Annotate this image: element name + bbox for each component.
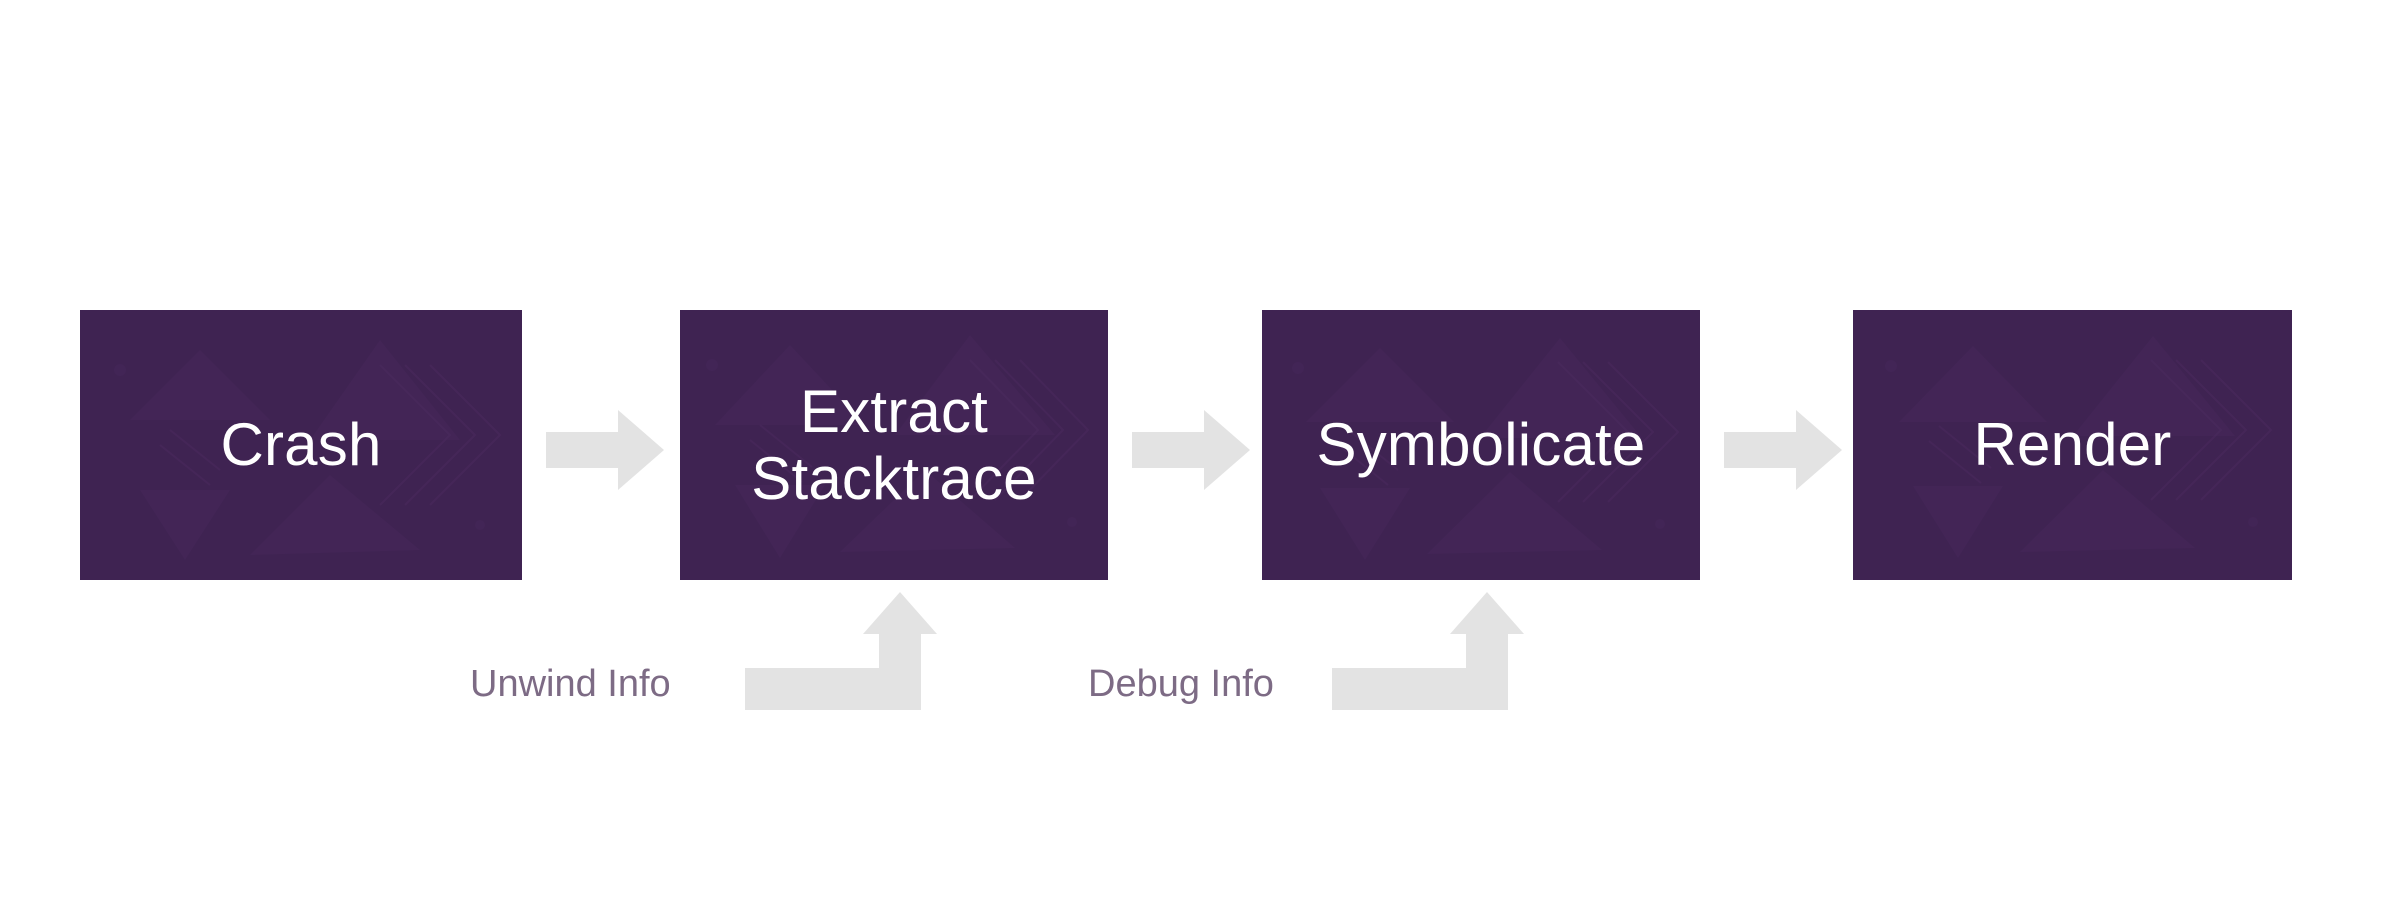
flow-arrow-symbolicate-to-render xyxy=(1724,410,1842,490)
process-box-label: Symbolicate xyxy=(1316,411,1646,479)
input-arrow-debug-info xyxy=(1332,592,1524,710)
input-label-debug-info: Debug Info xyxy=(1088,663,1274,705)
process-box-crash[interactable]: Crash xyxy=(80,310,522,580)
flow-arrow-extract-to-symbolicate xyxy=(1132,410,1250,490)
process-box-label: Extract Stacktrace xyxy=(751,377,1037,512)
process-box-extract-stacktrace[interactable]: Extract Stacktrace xyxy=(680,310,1108,580)
process-box-render[interactable]: Render xyxy=(1853,310,2292,580)
input-label-unwind-info: Unwind Info xyxy=(470,663,671,705)
process-box-label: Crash xyxy=(220,411,382,479)
process-box-label: Render xyxy=(1973,411,2172,479)
process-box-symbolicate[interactable]: Symbolicate xyxy=(1262,310,1700,580)
input-arrow-unwind-info xyxy=(745,592,937,710)
flow-arrow-crash-to-extract xyxy=(546,410,664,490)
